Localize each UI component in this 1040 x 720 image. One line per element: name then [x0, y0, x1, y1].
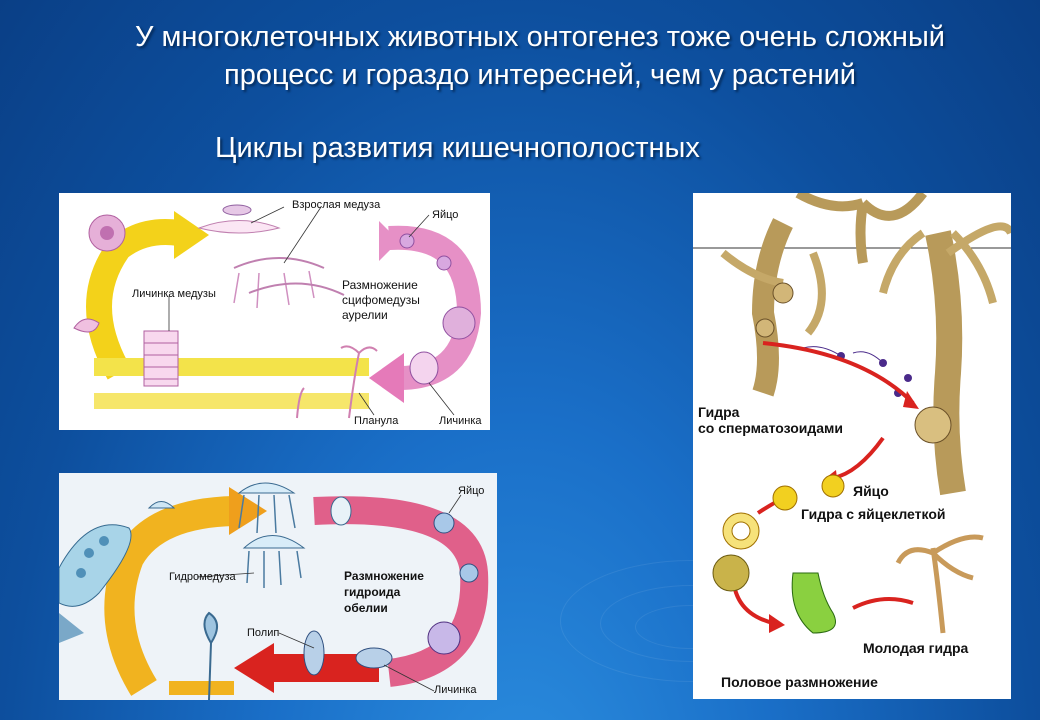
ephyra-icon: [88, 214, 126, 252]
aurelia-cycle-panel: Взрослая медуза Яйцо Личинка медузы Разм…: [59, 193, 490, 430]
label-polyp: Полип: [247, 627, 280, 639]
label-medusa-larva: Личинка медузы: [132, 288, 216, 300]
label-reproduction-3: обелии: [344, 601, 388, 615]
label-young-hydra: Молодая гидра: [863, 640, 969, 656]
label-egg: Яйцо: [458, 485, 485, 497]
slide-title-line-1: У многоклеточных животных онтогенез тоже…: [135, 21, 945, 53]
slide-subtitle: Циклы развития кишечнополостных: [215, 132, 700, 164]
label-hydra-sperm-2: со сперматозоидами: [698, 420, 844, 436]
hydra-reproduction-panel: Гидра со сперматозоидами Яйцо Гидра с яй…: [693, 193, 1011, 699]
label-hydra-egg-cell: Гидра с яйцеклеткой: [801, 506, 946, 522]
label-hydromedusa: Гидромедуза: [169, 571, 236, 583]
obelia-cycle-illustration: [59, 482, 489, 700]
label-reproduction-1: Размножение: [342, 278, 418, 292]
label-larva: Личинка: [439, 415, 482, 427]
label-planula: Планула: [354, 415, 399, 427]
label-reproduction-2: сцифомедузы: [342, 293, 420, 307]
slide-title-line-2: процесс и гораздо интересней, чем у раст…: [223, 59, 856, 91]
label-egg: Яйцо: [432, 209, 459, 221]
label-reproduction-3: аурелии: [342, 308, 388, 322]
label-larva: Личинка: [434, 684, 477, 696]
obelia-cycle-panel: Яйцо Гидромедуза Размножение гидроида об…: [59, 473, 497, 700]
label-adult-medusa: Взрослая медуза: [292, 199, 381, 211]
aurelia-cycle-illustration: [73, 204, 482, 419]
label-reproduction-1: Размножение: [344, 569, 424, 583]
label-hydra-sperm-1: Гидра: [698, 404, 740, 420]
slide-title: У многоклеточных животных онтогенез тоже…: [40, 18, 1040, 94]
hydra-illustration: [693, 193, 1011, 634]
label-egg: Яйцо: [853, 483, 889, 499]
label-reproduction-2: гидроида: [344, 585, 401, 599]
label-sexual-reproduction: Половое размножение: [721, 674, 878, 690]
